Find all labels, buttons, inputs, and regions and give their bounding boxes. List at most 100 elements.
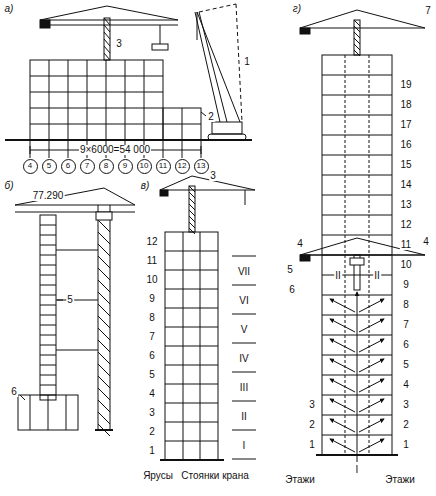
lattice-stroke xyxy=(189,216,195,222)
callout-label: II xyxy=(240,412,248,422)
callout-label: I xyxy=(355,465,360,475)
axis-line xyxy=(68,140,69,158)
lattice-stroke xyxy=(189,204,195,210)
callout-label: Этажи xyxy=(284,475,316,485)
install-arrow xyxy=(330,359,355,372)
tier-line xyxy=(165,251,218,252)
callout-label: Стоянки крана xyxy=(180,471,250,481)
lattice-stroke xyxy=(189,186,195,192)
callout-label: I xyxy=(242,441,247,451)
crane-stand-tick xyxy=(232,285,256,286)
column-line xyxy=(125,60,126,140)
lattice-stroke xyxy=(104,53,110,60)
callout-label: Этажи xyxy=(384,475,416,485)
lattice-stroke xyxy=(98,232,110,244)
axis-circle: 12 xyxy=(175,159,190,174)
floor-line xyxy=(322,435,392,436)
floor-line xyxy=(322,375,392,376)
callout-label: 9×6000=54 000 xyxy=(79,145,151,155)
floor-line xyxy=(322,395,392,396)
callout-label: 11 xyxy=(146,256,158,266)
callout-label: 11 xyxy=(400,240,412,250)
floor-line xyxy=(322,175,392,176)
callout-label: 6 xyxy=(148,351,156,361)
callout-label: VI xyxy=(238,296,249,306)
callout-label: 1 xyxy=(402,440,410,450)
callout-label: 5 xyxy=(286,265,294,275)
callout-label: 6 xyxy=(288,285,296,295)
install-arrow xyxy=(359,319,384,332)
callout-label: 1 xyxy=(148,446,156,456)
axis-number: 11 xyxy=(159,162,167,170)
floor-line xyxy=(322,75,392,76)
floor-line xyxy=(322,415,392,416)
axis-line xyxy=(30,140,31,158)
floor-line xyxy=(30,92,163,93)
install-arrow xyxy=(330,439,355,452)
repeated-strokes xyxy=(30,18,392,459)
floor-line xyxy=(40,395,56,396)
lattice-stroke xyxy=(104,25,110,32)
callout-label: 3 xyxy=(308,400,316,410)
floor-line xyxy=(322,235,392,236)
axis-number: 12 xyxy=(178,162,187,170)
lattice-stroke xyxy=(98,220,110,232)
floor-line xyxy=(40,265,56,266)
floor-line xyxy=(30,108,163,109)
callout-label: 4 xyxy=(148,389,156,399)
callout-label: 8 xyxy=(148,313,156,323)
lattice-stroke xyxy=(189,192,195,198)
crane-stand-tick xyxy=(232,401,256,402)
install-arrow xyxy=(359,379,384,392)
callout-label: 19 xyxy=(399,80,412,90)
floor-line xyxy=(322,95,392,96)
building-floors-g xyxy=(316,55,398,462)
callout-label: 6 xyxy=(10,387,18,397)
climbing-crane-middle xyxy=(300,238,425,290)
lattice-stroke xyxy=(98,352,110,364)
install-arrow xyxy=(359,339,384,352)
callout-label: 18 xyxy=(399,100,412,110)
floor-line xyxy=(322,315,392,316)
axis-line xyxy=(201,140,202,158)
panel-letter: в) xyxy=(140,181,151,191)
callout-label: 2 xyxy=(308,420,316,430)
callout-label: 2 xyxy=(402,420,410,430)
callout-label: 10 xyxy=(145,275,158,285)
building-tiers-v xyxy=(160,232,224,460)
install-arrow xyxy=(359,419,384,432)
lattice-stroke xyxy=(98,388,110,400)
axis-number: 5 xyxy=(47,162,51,170)
lattice-stroke xyxy=(98,364,110,376)
callout-label: Ярусы xyxy=(142,471,174,481)
axis-number: 7 xyxy=(85,162,89,170)
axis-line xyxy=(182,140,183,158)
callout-label: II xyxy=(334,271,342,281)
callout-label: 5 xyxy=(402,360,410,370)
axis-number: 4 xyxy=(28,162,32,170)
install-arrow xyxy=(330,419,355,432)
floor-line xyxy=(40,255,56,256)
lattice-stroke xyxy=(98,412,110,424)
axis-number: 9 xyxy=(123,162,127,170)
floor-line xyxy=(40,275,56,276)
install-arrow xyxy=(330,379,355,392)
install-arrow xyxy=(330,299,355,312)
axis-circle: 5 xyxy=(42,159,57,174)
column-line xyxy=(106,60,107,140)
column-line xyxy=(87,60,88,140)
callout-label: 7 xyxy=(424,6,432,16)
callout-label: 3 xyxy=(115,39,123,49)
install-arrow xyxy=(359,359,384,372)
lattice-stroke xyxy=(189,198,195,204)
crane-stand-tick xyxy=(232,459,256,460)
lattice-stroke xyxy=(104,18,110,25)
axis-circle: 11 xyxy=(156,159,171,174)
floor-line xyxy=(322,335,392,336)
callout-label: IV xyxy=(238,354,249,364)
floor-line xyxy=(40,295,56,296)
callout-label: 3 xyxy=(402,400,410,410)
callout-label: 6 xyxy=(402,340,410,350)
install-arrow xyxy=(330,339,355,352)
floor-line xyxy=(322,255,392,256)
